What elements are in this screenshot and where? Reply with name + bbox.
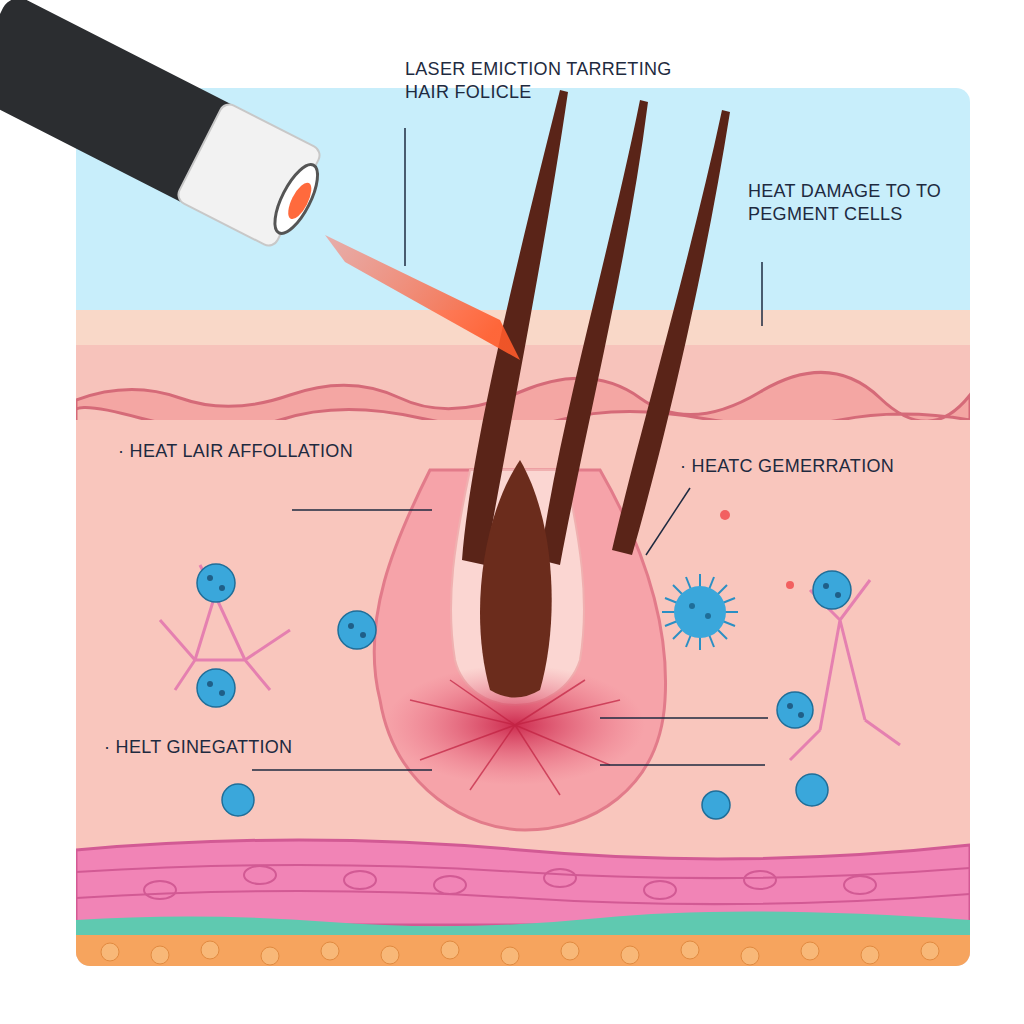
callout-label: LASER EMICTION TARRETING HAIR FOLICLE [405, 58, 685, 105]
callout-label: HEAT DAMAGE TO TO PEGMENT CELLS [748, 180, 948, 227]
callout-label: · HELT GINEGATTION [104, 736, 404, 759]
callout-label: · HEATC GEMERRATION [680, 455, 960, 478]
callout-label: · HEAT LAIR AFFOLLATION [118, 440, 418, 463]
